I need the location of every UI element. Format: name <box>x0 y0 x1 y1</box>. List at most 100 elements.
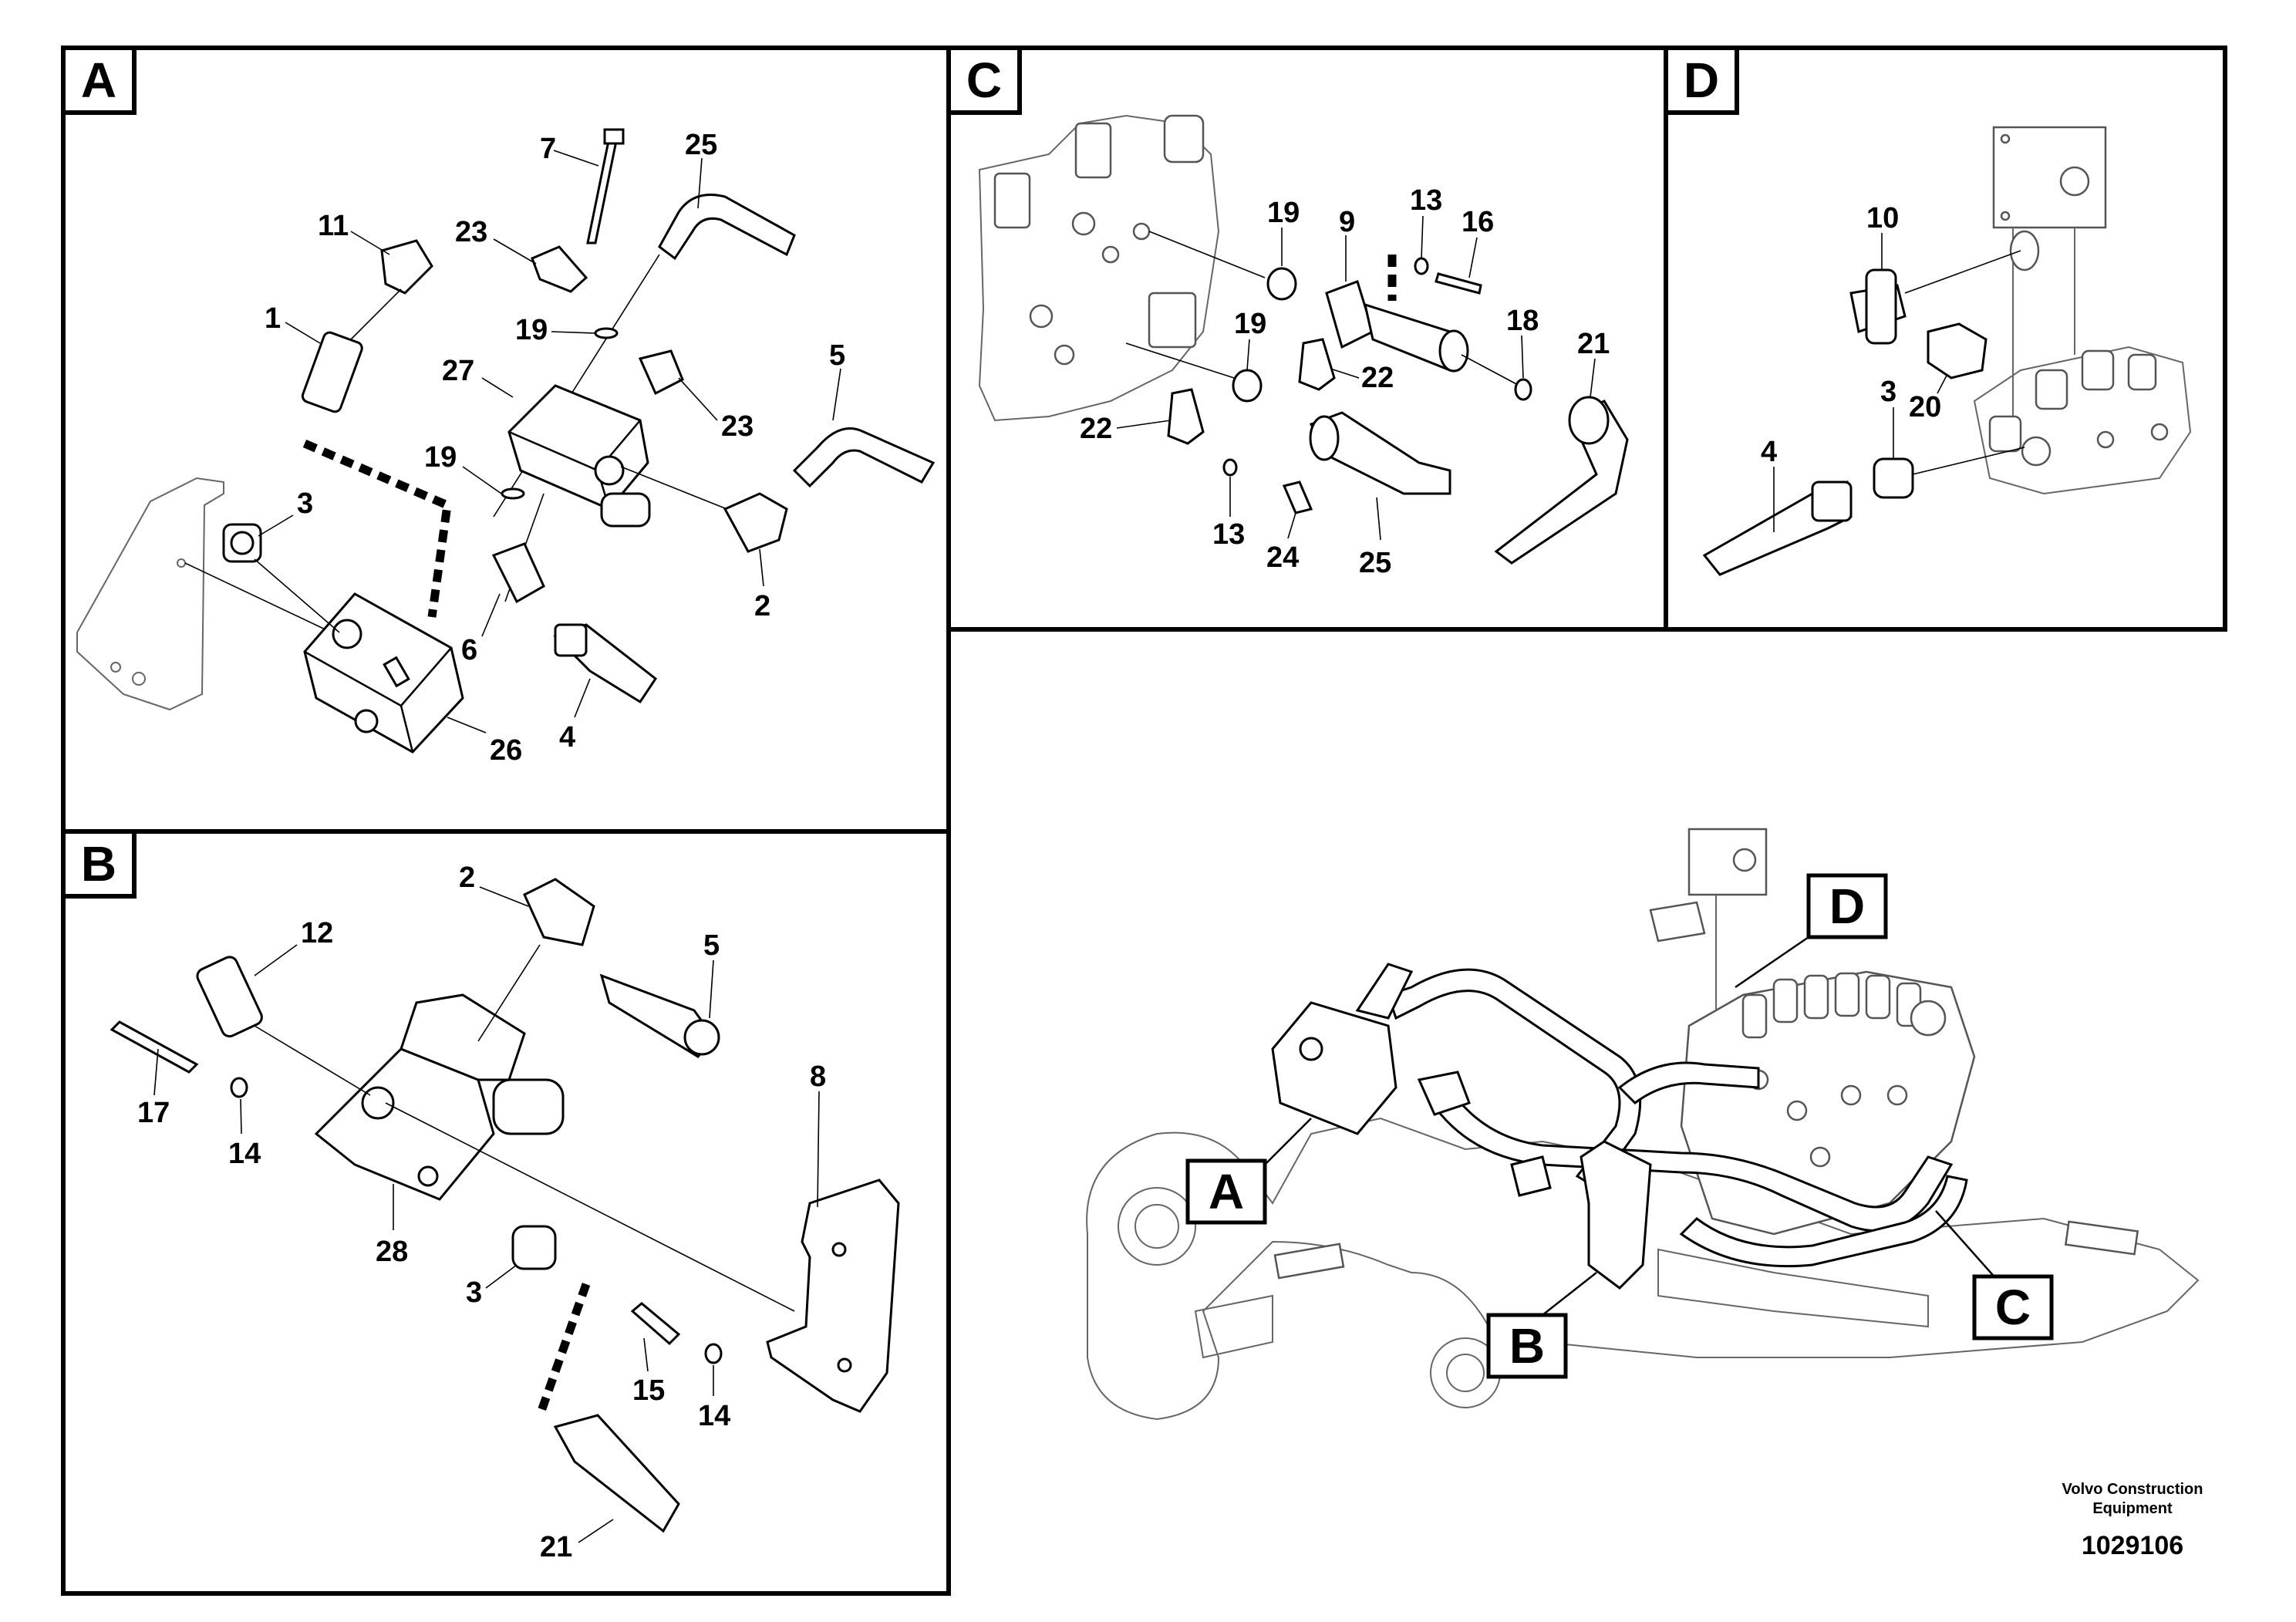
frame-detail <box>1657 1248 1929 1328</box>
valve-spool <box>1163 114 1205 164</box>
callout: 25 <box>685 129 717 161</box>
leader-line <box>578 1519 614 1543</box>
company-name-line2: Equipment <box>2092 1500 2173 1517</box>
valve-spool <box>1803 974 1829 1020</box>
leader-line <box>350 231 390 255</box>
callouts-panel-a: 7 25 11 23 1 19 23 27 5 19 3 6 2 <box>258 129 845 767</box>
valve-bank-d <box>1973 346 2192 495</box>
callout: 22 <box>1361 362 1394 394</box>
valve-spool <box>1865 974 1891 1020</box>
leader-line <box>709 959 714 1019</box>
valve-spool <box>993 172 1031 229</box>
bolt-15 <box>630 1302 681 1346</box>
valve-block-26 <box>303 592 464 754</box>
valve-spool <box>1741 993 1768 1039</box>
bolt-hole <box>177 558 186 568</box>
callout: 21 <box>540 1531 572 1563</box>
machine-frame <box>1086 1117 2200 1421</box>
washer-13-b <box>1222 458 1238 477</box>
leader-line <box>1330 368 1360 379</box>
callout: 12 <box>301 917 333 949</box>
dashed-hose-b <box>535 1283 591 1417</box>
panel-b-frame <box>61 829 951 1596</box>
leader-line <box>254 1025 371 1096</box>
valve-port <box>1101 245 1120 264</box>
leader-line <box>817 1091 820 1208</box>
valve-port <box>2150 423 2169 441</box>
overview-machine: A B C D <box>1086 828 2200 1421</box>
panel-b: B 2 <box>61 829 951 1596</box>
panel-b-letter-box <box>61 829 137 899</box>
callout: 13 <box>1410 184 1442 217</box>
o-ring-19 <box>594 327 619 339</box>
document-number: 1029106 <box>2082 1531 2183 1560</box>
panel-c-letter-box <box>946 46 1022 115</box>
tee-10-body <box>1865 268 1897 345</box>
callout: 19 <box>424 441 457 474</box>
valve-spool <box>1834 972 1860 1017</box>
pin-boss-inner <box>1135 1204 1179 1249</box>
bolt-7-head <box>603 128 625 145</box>
port <box>361 1086 395 1120</box>
callout: 3 <box>466 1276 482 1309</box>
callout: 3 <box>1880 376 1896 408</box>
valve-port <box>2000 133 2011 144</box>
hose-4-fitting <box>554 623 588 657</box>
bolt-7 <box>586 136 619 244</box>
fitting-6 <box>491 542 545 604</box>
valve-port <box>2059 166 2090 197</box>
callouts-panel-b: 2 12 5 17 14 8 28 3 15 14 21 <box>137 862 826 1563</box>
valve-spool <box>2081 349 2115 391</box>
plate <box>1273 1243 1345 1280</box>
callout: 16 <box>1462 206 1494 238</box>
callout: 15 <box>632 1374 665 1407</box>
leader-line <box>153 1048 159 1096</box>
valve-port <box>1054 344 1075 366</box>
overview-label-d-box <box>1806 873 1888 939</box>
callout: 28 <box>376 1236 408 1268</box>
callout: 23 <box>721 410 754 443</box>
leader-line <box>1116 420 1172 429</box>
panel-c: C <box>946 46 1668 632</box>
callout: 5 <box>829 339 845 372</box>
overview-hose <box>1617 1061 1760 1104</box>
overview-port <box>1299 1037 1323 1061</box>
leader-line <box>1912 447 2025 475</box>
plate <box>2064 1220 2139 1256</box>
bolt-hole <box>132 672 146 686</box>
panel-d: D 10 20 3 <box>1664 46 2227 632</box>
leader-line <box>254 944 298 976</box>
valve-port <box>1809 1146 1831 1168</box>
fitting-3-port <box>230 531 255 555</box>
tube-25-end <box>1309 415 1340 461</box>
tube-9 <box>1363 302 1451 373</box>
port <box>417 1165 439 1187</box>
overview-bracket-b <box>1580 1140 1652 1290</box>
leader-line <box>1264 1118 1312 1165</box>
callout: 19 <box>1234 308 1266 340</box>
bolt-16 <box>1435 272 1482 295</box>
callout: 4 <box>1761 436 1777 468</box>
panel-a-frame <box>61 46 951 834</box>
leader-line <box>759 548 764 587</box>
leader-line <box>1735 936 1809 989</box>
leader-line <box>832 368 841 421</box>
callout: 11 <box>318 210 349 242</box>
frame-detail <box>1194 1294 1273 1359</box>
callout: 1 <box>265 302 281 335</box>
tube-25 <box>1309 411 1451 495</box>
leader-line <box>1148 231 1266 278</box>
leader-line <box>462 466 502 494</box>
leader-line <box>1246 339 1250 371</box>
hose-4-fitting <box>1811 481 1853 522</box>
panel-a-letter-box <box>61 46 137 115</box>
callout: 24 <box>1266 541 1299 574</box>
valve-port <box>2096 430 2115 449</box>
leader-line <box>493 238 537 265</box>
leader-line <box>481 593 501 637</box>
callout: 2 <box>754 590 770 622</box>
port <box>354 709 379 733</box>
adapter-1 <box>301 331 363 413</box>
overview-label-d: D <box>1829 878 1865 934</box>
leader-line <box>1468 237 1478 278</box>
